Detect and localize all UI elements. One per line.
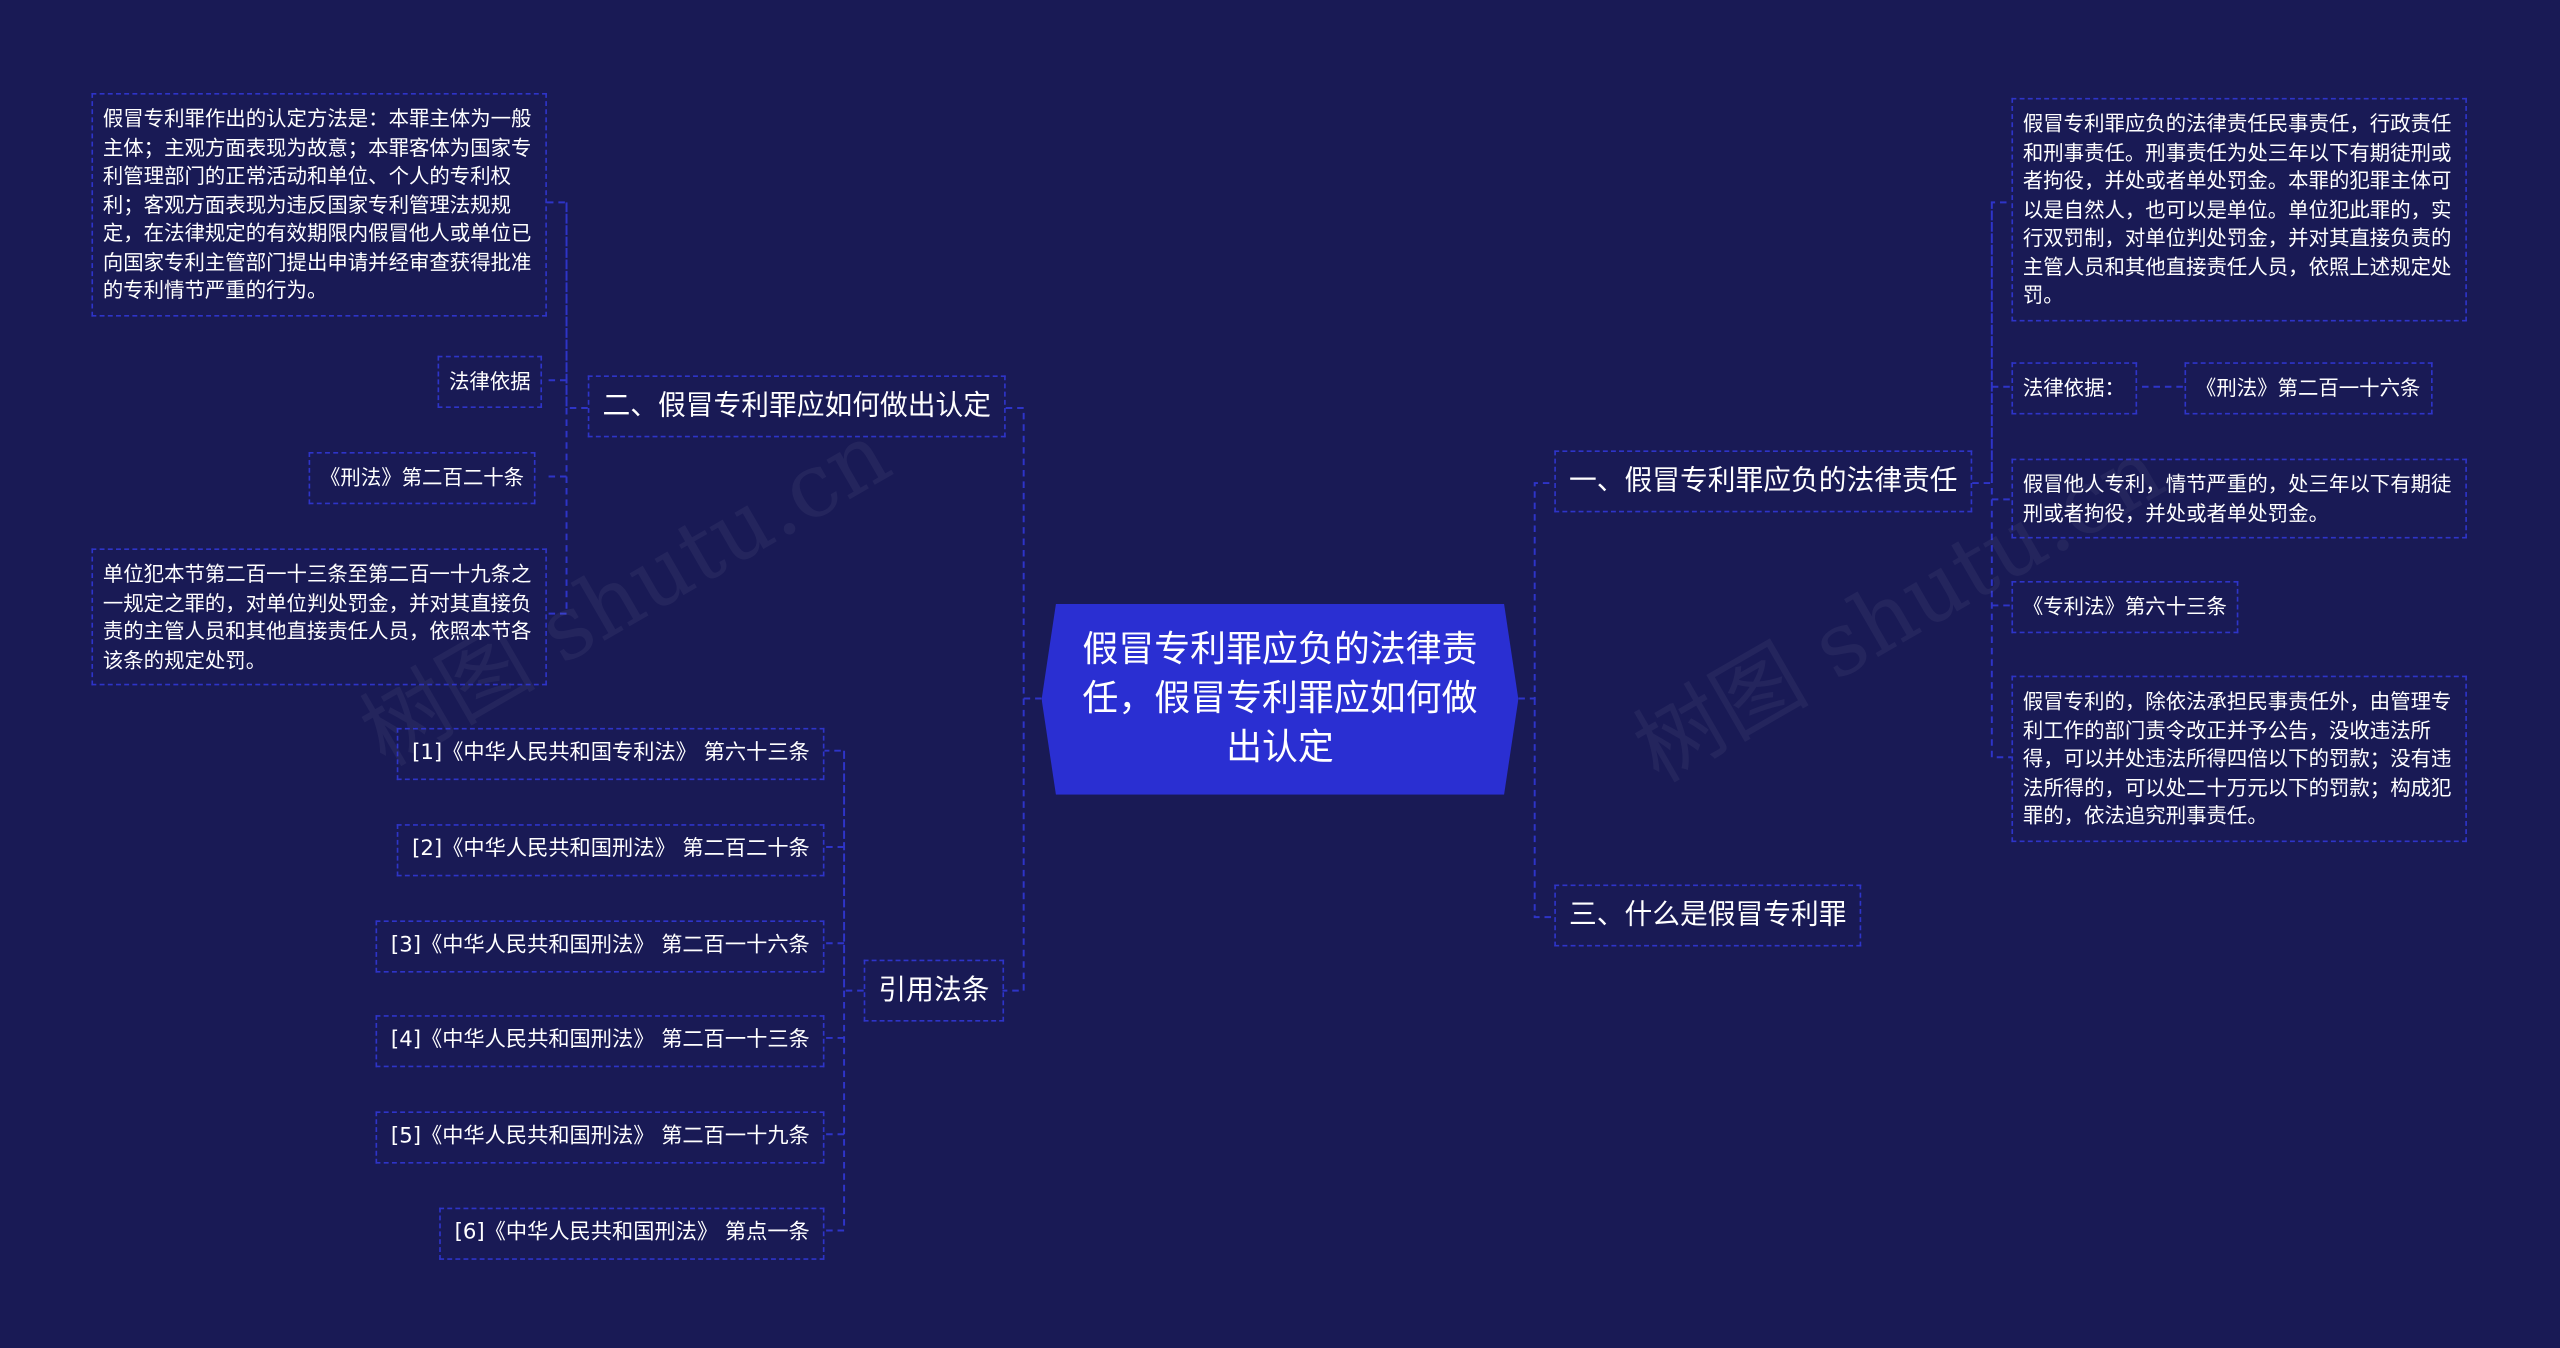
- connector-center-branch3: [1533, 698, 1555, 919]
- patent-law-ref-63: 《专利法》第六十三条: [2011, 580, 2239, 633]
- criminal-law-ref-220: 《刑法》第二百二十条: [308, 452, 536, 504]
- patent-law-63-text: 假冒专利的，除依法承担民事责任外，由管理专利工作的部门责令改正并予公告，没收违法…: [2011, 675, 2467, 842]
- connector-center-branch2: [1002, 407, 1042, 700]
- legal-basis-label: 法律依据: [437, 355, 543, 408]
- branch-what-is-crime[interactable]: 三、什么是假冒专利罪: [1554, 884, 1862, 947]
- citation-item[interactable]: [3]《中华人民共和国刑法》 第二百一十六条: [376, 920, 825, 973]
- citation-item[interactable]: [1]《中华人民共和国专利法》 第六十三条: [397, 727, 825, 781]
- determination-description: 假冒专利罪作出的认定方法是：本罪主体为一般主体；主观方面表现为故意；本罪客体为国…: [91, 93, 547, 316]
- criminal-law-216-text: 假冒他人专利，情节严重的，处三年以下有期徒刑或者拘役，并处或者单处罚金。: [2011, 458, 2467, 539]
- criminal-law-ref-216: 《刑法》第二百一十六条: [2184, 362, 2432, 414]
- central-topic[interactable]: 假冒专利罪应负的法律责任，假冒专利罪应如何做出认定: [1041, 603, 1519, 795]
- liability-description: 假冒专利罪应负的法律责任民事责任，行政责任和刑事责任。刑事责任为处三年以下有期徒…: [2011, 97, 2467, 321]
- citation-item[interactable]: [2]《中华人民共和国刑法》 第二百二十条: [397, 824, 825, 877]
- connector-center-citations: [1002, 698, 1025, 992]
- branch-determination[interactable]: 二、假冒专利罪应如何做出认定: [587, 375, 1006, 438]
- citation-item[interactable]: [5]《中华人民共和国刑法》 第二百一十九条: [376, 1111, 825, 1164]
- criminal-law-220-text: 单位犯本节第二百一十三条至第二百一十九条之一规定之罪的，对单位判处罚金，并对其直…: [91, 548, 547, 686]
- connector-center-branch1: [1518, 482, 1555, 700]
- branch-citations[interactable]: 引用法条: [863, 959, 1005, 1022]
- branch-legal-liability[interactable]: 一、假冒专利罪应负的法律责任: [1554, 450, 1973, 513]
- connector-citations-children: [824, 749, 864, 1232]
- connector-branch1-children: [1972, 201, 2012, 759]
- connector-branch2-children: [546, 201, 588, 615]
- citation-item[interactable]: [6]《中华人民共和国刑法》 第点一条: [439, 1207, 825, 1260]
- legal-basis-label: 法律依据：: [2011, 362, 2137, 414]
- citation-item[interactable]: [4]《中华人民共和国刑法》 第二百一十三条: [376, 1015, 825, 1068]
